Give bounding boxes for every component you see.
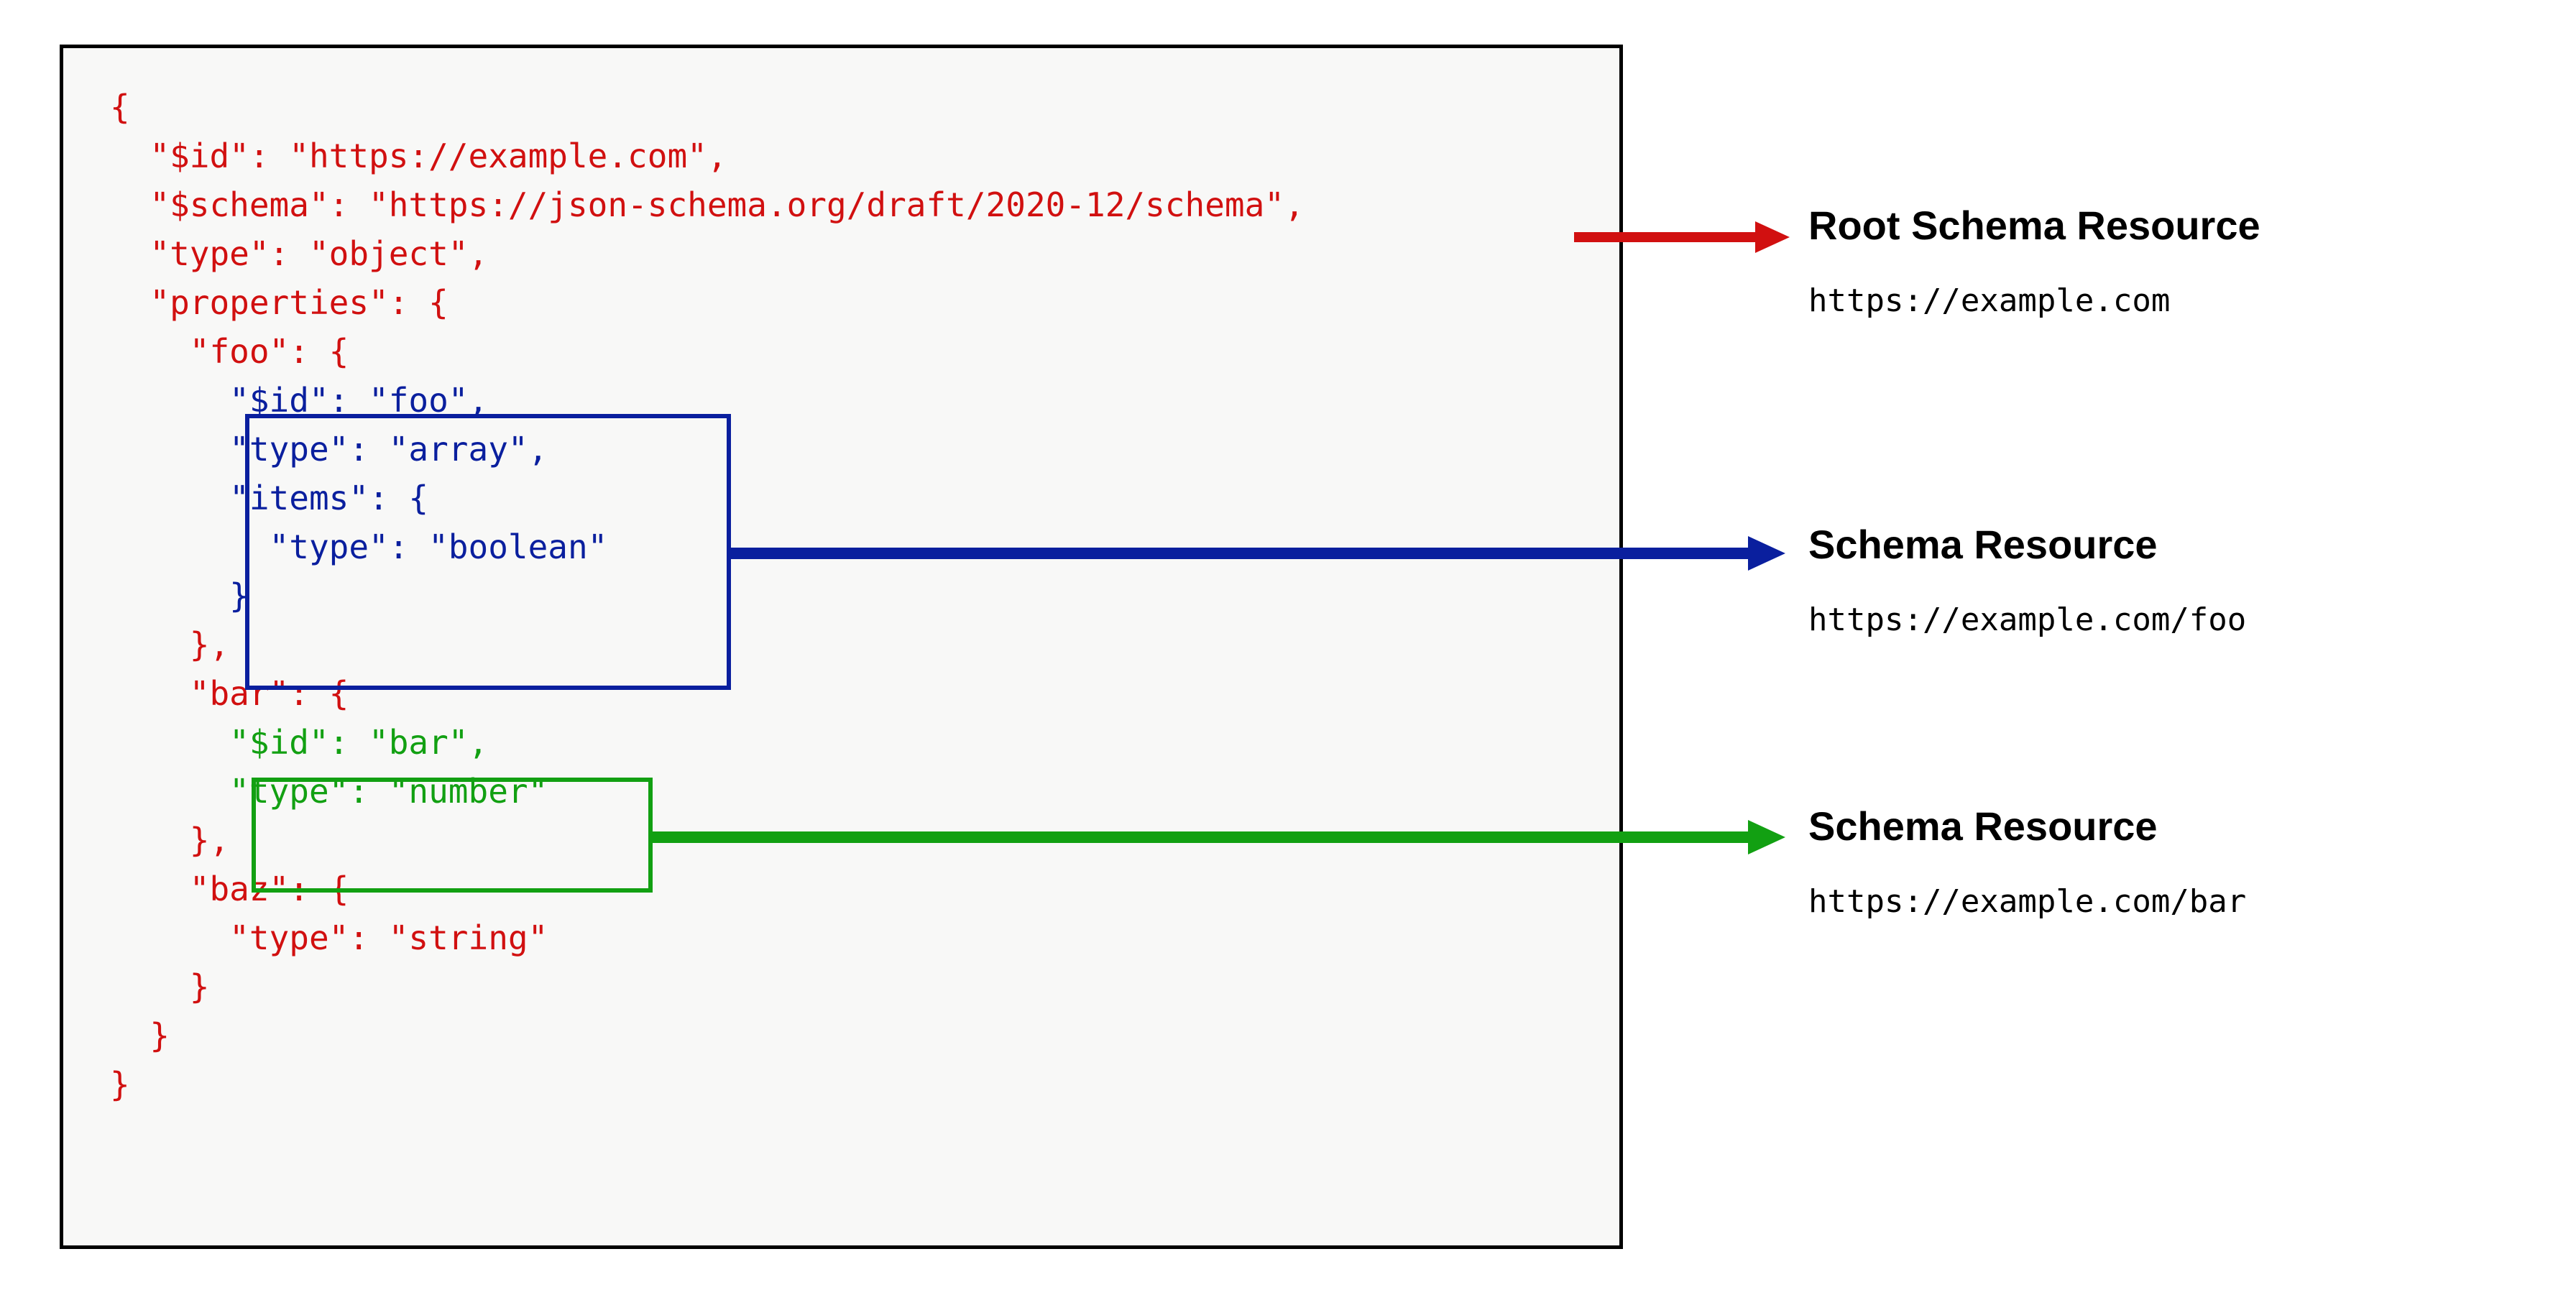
code-line: "type": "string" [110, 918, 548, 957]
code-line: }, [110, 625, 230, 664]
code-line-foo-schema: } [110, 576, 249, 615]
label-title: Root Schema Resource [1808, 203, 2260, 248]
label-uri: https://example.com/bar [1808, 883, 2247, 920]
bar-schema-resource-label: Schema Resource https://example.com/bar [1808, 803, 2246, 921]
label-title: Schema Resource [1808, 803, 2158, 849]
root-schema-arrow-icon [1574, 221, 1790, 253]
code-line: } [110, 1065, 130, 1104]
code-line: "bar": { [110, 674, 349, 713]
code-line: } [110, 967, 210, 1006]
code-line-foo-schema: "type": "boolean" [110, 527, 608, 566]
bar-schema-arrow-icon [648, 820, 1785, 854]
json-code-listing: { "$id": "https://example.com", "$schema… [110, 83, 1305, 1109]
foo-schema-arrow-icon [729, 536, 1785, 571]
label-title: Schema Resource [1808, 522, 2158, 567]
code-line: "baz": { [110, 870, 349, 908]
code-line-bar-schema: "$id": "bar", [110, 723, 489, 762]
code-line: "foo": { [110, 332, 349, 371]
code-line-foo-schema: "type": "array", [110, 430, 548, 469]
json-schema-code-panel: { "$id": "https://example.com", "$schema… [60, 45, 1623, 1249]
code-line: } [110, 1016, 170, 1055]
label-uri: https://example.com/foo [1808, 602, 2247, 638]
label-uri: https://example.com [1808, 282, 2171, 319]
foo-schema-resource-label: Schema Resource https://example.com/foo [1808, 522, 2246, 640]
code-line-bar-schema: "type": "number" [110, 772, 548, 811]
root-schema-resource-label: Root Schema Resource https://example.com [1808, 203, 2260, 321]
code-line-foo-schema: "items": { [110, 479, 429, 517]
code-line-foo-schema: "$id": "foo", [110, 381, 489, 420]
code-line: "properties": { [110, 283, 448, 322]
code-line: { [110, 88, 130, 126]
code-line: "$id": "https://example.com", [110, 137, 727, 175]
code-line: "type": "object", [110, 234, 489, 273]
code-line: }, [110, 821, 230, 860]
code-line: "$schema": "https://json-schema.org/draf… [110, 185, 1305, 224]
